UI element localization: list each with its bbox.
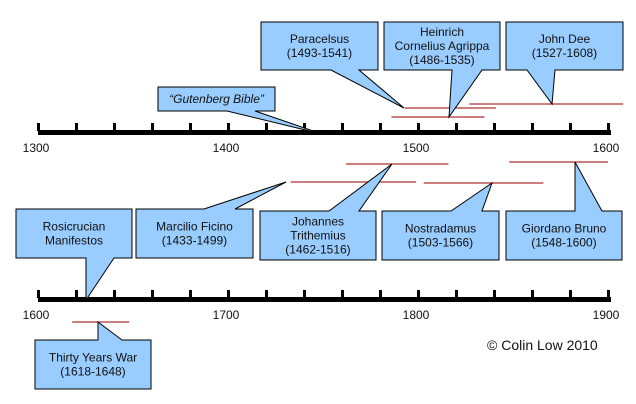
axis-tick: [569, 290, 572, 298]
callout-text: Trithemius: [290, 229, 346, 243]
callout-text: Johannes: [292, 215, 344, 229]
callout-text: (1548-1600): [531, 236, 596, 250]
axis-tick: [189, 123, 192, 131]
axis-tick: [151, 123, 154, 131]
axis-tick: [493, 123, 496, 131]
axis-tick: [531, 290, 534, 298]
callout-text: Marcilio Ficino: [156, 220, 233, 234]
axis-tick: [379, 123, 382, 131]
event-john-dee: John Dee(1527-1608): [469, 21, 624, 106]
event-paracelsus: Paracelsus(1493-1541): [260, 21, 496, 109]
callout-text: Paracelsus: [290, 32, 349, 46]
axis-line: [38, 297, 611, 302]
callout-text: Nostradamus: [405, 222, 476, 236]
axis-label: 1600: [593, 141, 620, 155]
callout-box: [259, 163, 393, 261]
axis-line: [38, 130, 611, 135]
callout-box: [135, 181, 287, 259]
callout-text: (1493-1541): [287, 46, 352, 60]
axis-tick: [37, 290, 40, 298]
callout-box: [383, 21, 501, 119]
axis-tick: [379, 290, 382, 298]
axis-tick: [75, 290, 78, 298]
callout-text: (1503-1566): [408, 236, 473, 250]
axis-label: 1800: [403, 308, 430, 322]
callout-box: [505, 21, 624, 106]
axis-tick: [227, 290, 230, 298]
callout-box: [157, 86, 323, 135]
axis-tick: [303, 123, 306, 131]
axis-tick: [569, 123, 572, 131]
axis-label: 1300: [23, 141, 50, 155]
callout-text: John Dee: [539, 32, 591, 46]
axis-tick: [113, 290, 116, 298]
callout-text: (1462-1516): [285, 243, 350, 257]
event-nostradamus: Nostradamus(1503-1566): [381, 181, 544, 261]
callout-text: Manifestos: [45, 234, 103, 248]
axis-tick: [37, 123, 40, 131]
event-bruno: Giordano Bruno(1548-1600): [505, 161, 623, 261]
callout-box: [15, 208, 133, 302]
callout-text: “Gutenberg Bible”: [169, 92, 265, 106]
axis-tick: [607, 290, 610, 298]
copyright: © Colin Low 2010: [487, 337, 598, 353]
timeline-axis-0: 1300 1400 1500 1600: [23, 123, 620, 155]
axis-tick: [417, 123, 420, 131]
axis-label: 1400: [213, 141, 240, 155]
axis-tick: [265, 123, 268, 131]
event-gutenberg: “Gutenberg Bible”: [157, 86, 323, 135]
callout-text: Thirty Years War: [49, 351, 137, 365]
axis-label: 1600: [23, 308, 50, 322]
callout-text: Giordano Bruno: [522, 222, 607, 236]
callout-box: [381, 181, 500, 261]
callout-box: [260, 21, 405, 109]
axis-tick: [531, 123, 534, 131]
callout-box: [34, 321, 152, 390]
callout-text: (1527-1608): [532, 46, 597, 60]
axis-label: 1500: [403, 141, 430, 155]
callout-text: (1486-1535): [409, 53, 474, 67]
callout-text: Heinrich: [420, 25, 464, 39]
callout-text: Cornelius Agrippa: [395, 39, 490, 53]
axis-tick: [455, 123, 458, 131]
timeline-axis-1: 1600 1700 1800 1900: [23, 290, 620, 322]
axis-tick: [341, 123, 344, 131]
axis-tick: [417, 290, 420, 298]
axis-tick: [75, 123, 78, 131]
axis-label: 1900: [593, 308, 620, 322]
callout-box: [505, 161, 623, 261]
event-ficino: Marcilio Ficino(1433-1499): [135, 181, 417, 259]
axis-tick: [113, 123, 116, 131]
axis-tick: [151, 290, 154, 298]
axis-tick: [227, 123, 230, 131]
axis-label: 1700: [213, 308, 240, 322]
event-thirty-years-war: Thirty Years War(1618-1648): [34, 321, 152, 390]
axis-tick: [265, 290, 268, 298]
axis-tick: [493, 290, 496, 298]
axis-tick: [303, 290, 306, 298]
axis-tick: [607, 123, 610, 131]
axis-tick: [341, 290, 344, 298]
axis-tick: [455, 290, 458, 298]
axis-tick: [189, 290, 192, 298]
callout-text: (1433-1499): [162, 234, 227, 248]
callout-text: (1618-1648): [60, 365, 125, 379]
callout-text: Rosicrucian: [43, 220, 106, 234]
